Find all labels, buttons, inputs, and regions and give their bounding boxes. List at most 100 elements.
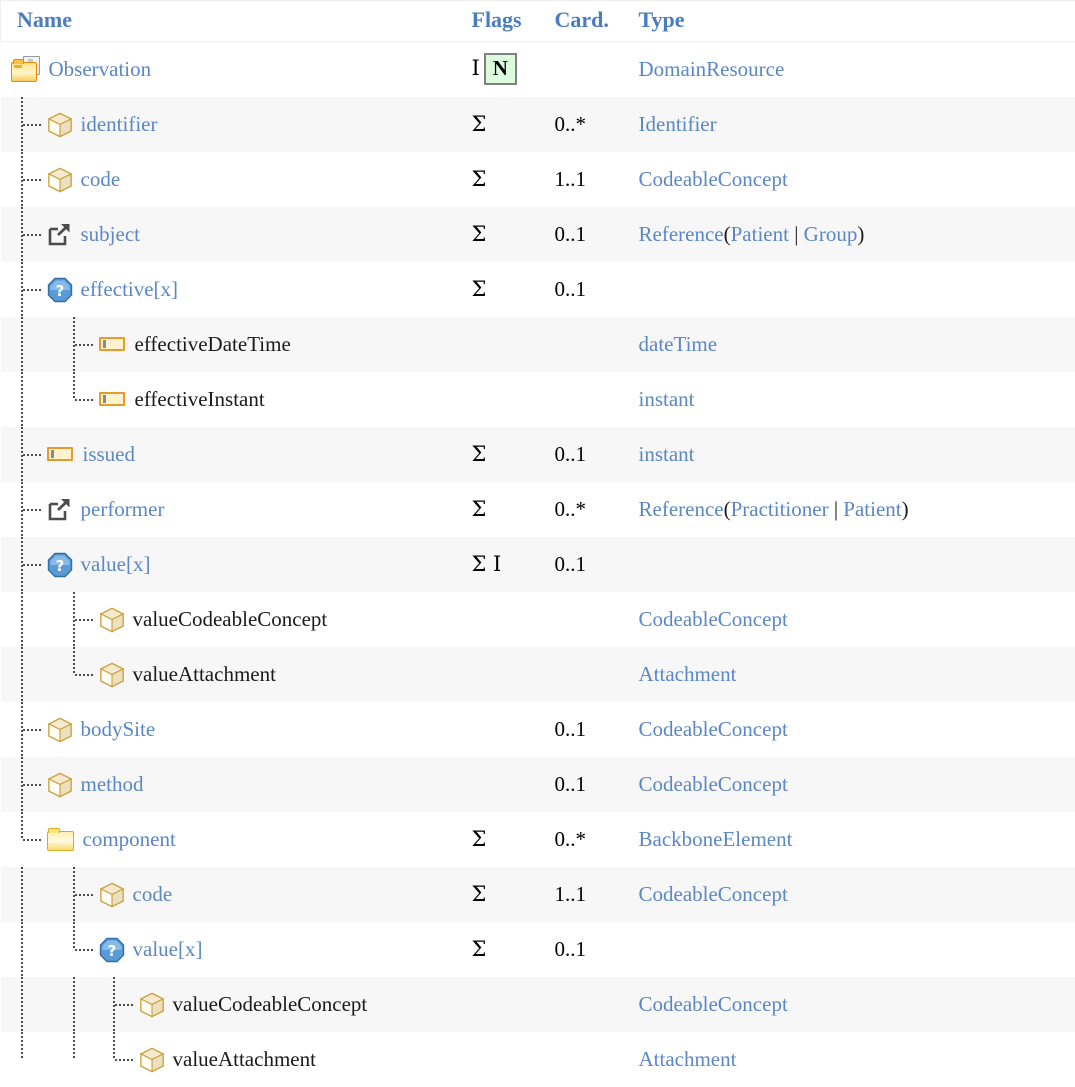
type-link[interactable]: Reference xyxy=(639,497,724,521)
cell-cardinality: 1..1 xyxy=(541,867,629,922)
node-label[interactable]: Observation xyxy=(49,57,152,82)
node-label[interactable]: component xyxy=(83,827,176,852)
node-label[interactable]: code xyxy=(133,882,173,907)
cell-type xyxy=(629,922,1075,977)
tree-node[interactable]: ? effective[x] xyxy=(1,262,456,317)
cell-cardinality xyxy=(541,42,629,98)
tree-node[interactable]: code xyxy=(1,152,456,207)
node-label[interactable]: subject xyxy=(81,222,140,247)
node-label[interactable]: effectiveInstant xyxy=(135,387,265,412)
node-label[interactable]: value[x] xyxy=(133,937,203,962)
node-label[interactable]: valueCodeableConcept xyxy=(133,607,328,632)
node-label[interactable]: effectiveDateTime xyxy=(135,332,291,357)
type-link[interactable]: CodeableConcept xyxy=(639,992,788,1016)
tree-node[interactable]: valueAttachment xyxy=(1,647,456,702)
cell-cardinality xyxy=(541,317,629,372)
cell-name: Observation xyxy=(1,42,456,98)
cell-cardinality: 1..1 xyxy=(541,152,629,207)
type-link[interactable]: CodeableConcept xyxy=(639,717,788,741)
primitive-type-icon xyxy=(47,447,75,463)
choice-question-icon: ? xyxy=(47,277,73,303)
cell-cardinality: 0..1 xyxy=(541,207,629,262)
cell-name: ? effective[x] xyxy=(1,262,456,317)
type-link[interactable]: CodeableConcept xyxy=(639,167,788,191)
node-label[interactable]: issued xyxy=(83,442,136,467)
type-link[interactable]: CodeableConcept xyxy=(639,882,788,906)
node-label[interactable]: code xyxy=(81,167,121,192)
type-link[interactable]: Reference xyxy=(639,222,724,246)
node-label[interactable]: performer xyxy=(81,497,165,522)
tree-node[interactable]: effectiveDateTime xyxy=(1,317,456,372)
tree-node[interactable]: code xyxy=(1,867,456,922)
cardinality-value: 0..1 xyxy=(555,717,587,741)
cell-flags: Σ xyxy=(456,922,541,977)
cell-name: method xyxy=(1,757,456,812)
node-label[interactable]: value[x] xyxy=(81,552,151,577)
cell-name: ?value[x] xyxy=(1,922,456,977)
table-row: valueCodeableConcept CodeableConcept xyxy=(1,977,1075,1032)
cell-name: bodySite xyxy=(1,702,456,757)
type-link[interactable]: Patient xyxy=(731,222,789,246)
flag-symbols: Σ xyxy=(472,112,487,136)
tree-node[interactable]: method xyxy=(1,757,456,812)
cell-cardinality xyxy=(541,977,629,1032)
tree-node[interactable]: valueCodeableConcept xyxy=(1,592,456,647)
type-link[interactable]: CodeableConcept xyxy=(639,607,788,631)
flag-symbols: Σ xyxy=(472,882,487,906)
node-label[interactable]: valueAttachment xyxy=(173,1047,316,1072)
cell-name: valueCodeableConcept xyxy=(1,592,456,647)
node-label[interactable]: effective[x] xyxy=(81,277,179,302)
choice-question-icon: ? xyxy=(47,552,73,578)
tree-node[interactable]: ? value[x] xyxy=(1,537,456,592)
tree-node[interactable]: ?value[x] xyxy=(1,922,456,977)
cardinality-value: 0..1 xyxy=(555,222,587,246)
type-link[interactable]: instant xyxy=(639,442,695,466)
type-link[interactable]: Practitioner xyxy=(731,497,829,521)
tree-node[interactable]: performer xyxy=(1,482,456,537)
cell-type xyxy=(629,537,1075,592)
node-label[interactable]: bodySite xyxy=(81,717,156,742)
type-link[interactable]: Attachment xyxy=(639,662,737,686)
type-link[interactable]: dateTime xyxy=(639,332,718,356)
flag-symbols: Σ xyxy=(472,222,487,246)
type-link[interactable]: CodeableConcept xyxy=(639,772,788,796)
type-link[interactable]: Group xyxy=(804,222,858,246)
type-link[interactable]: BackboneElement xyxy=(639,827,793,851)
cell-type: CodeableConcept xyxy=(629,977,1075,1032)
cell-flags: Σ xyxy=(456,207,541,262)
type-punctuation: ( xyxy=(724,222,731,246)
type-link[interactable]: Identifier xyxy=(639,112,717,136)
type-link[interactable]: Attachment xyxy=(639,1047,737,1071)
tree-node[interactable]: bodySite xyxy=(1,702,456,757)
datatype-cube-icon xyxy=(47,772,73,798)
cell-type: instant xyxy=(629,427,1075,482)
tree-node[interactable]: valueCodeableConcept xyxy=(1,977,456,1032)
tree-node[interactable]: component xyxy=(1,812,456,867)
cell-flags: Σ xyxy=(456,867,541,922)
node-label[interactable]: method xyxy=(81,772,144,797)
cell-cardinality xyxy=(541,647,629,702)
tree-node[interactable]: Observation xyxy=(1,42,456,97)
type-link[interactable]: DomainResource xyxy=(639,57,785,81)
cell-flags xyxy=(456,647,541,702)
datatype-cube-icon xyxy=(47,717,73,743)
tree-node[interactable]: effectiveInstant xyxy=(1,372,456,427)
cell-flags: Σ xyxy=(456,427,541,482)
cell-name: effectiveInstant xyxy=(1,372,456,427)
tree-node[interactable]: issued xyxy=(1,427,456,482)
node-label[interactable]: valueCodeableConcept xyxy=(173,992,368,1017)
type-link[interactable]: Patient xyxy=(843,497,901,521)
type-link[interactable]: instant xyxy=(639,387,695,411)
cell-flags xyxy=(456,372,541,427)
cell-cardinality xyxy=(541,372,629,427)
tree-node[interactable]: identifier xyxy=(1,97,456,152)
node-label[interactable]: identifier xyxy=(81,112,158,137)
node-label[interactable]: valueAttachment xyxy=(133,662,276,687)
tree-node[interactable]: subject xyxy=(1,207,456,262)
cell-flags: Σ xyxy=(456,152,541,207)
type-punctuation: | xyxy=(829,497,844,521)
